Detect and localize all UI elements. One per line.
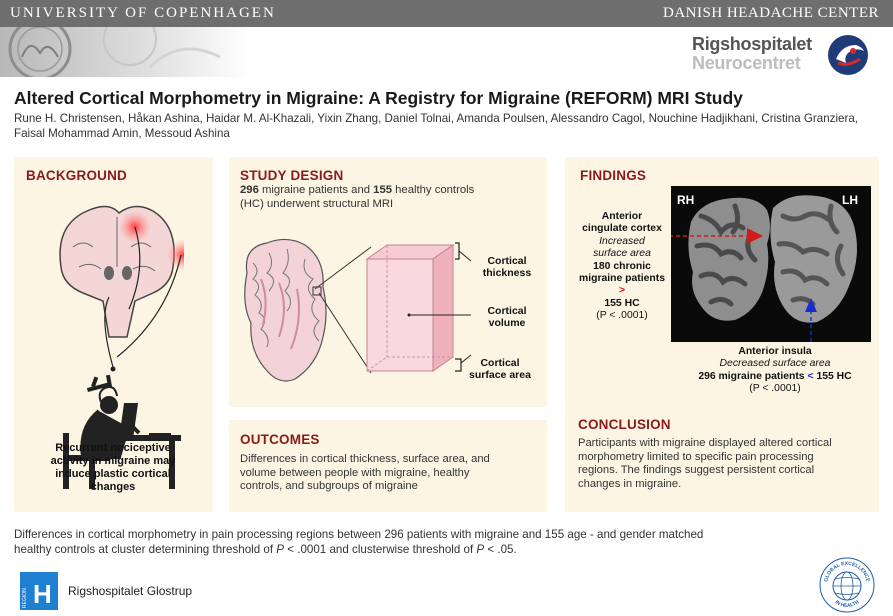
- conclusion-heading: CONCLUSION: [578, 417, 671, 432]
- insula-finding: Anterior insula Decreased surface area 2…: [698, 346, 852, 395]
- outcomes-heading: OUTCOMES: [240, 432, 320, 447]
- hospital-subname: Neurocentret: [692, 53, 801, 73]
- label-cortical-surface-area: Cortical surface area: [469, 357, 531, 381]
- acc-finding: Anterior cingulate cortex Increased surf…: [578, 211, 666, 322]
- svg-text:H: H: [33, 579, 52, 609]
- region-h-logo-icon: REGION H: [20, 572, 58, 610]
- organization-name: Rigshospitalet Glostrup: [68, 584, 193, 598]
- study-design-panel: STUDY DESIGN 296 migraine patients and 1…: [229, 157, 547, 407]
- svg-text:REGION: REGION: [22, 588, 28, 608]
- hospital-name: Rigshospitalet: [692, 34, 812, 54]
- outcomes-text: Differences in cortical thickness, surfa…: [240, 453, 490, 492]
- lh-label: LH: [842, 193, 858, 207]
- label-cortical-volume: Cortical volume: [487, 305, 527, 329]
- rigshospitalet-logo-icon: [828, 35, 868, 75]
- outcomes-panel: OUTCOMES Differences in cortical thickne…: [229, 420, 547, 512]
- background-caption: Recurrent nociceptive activity in migrai…: [50, 442, 176, 493]
- study-design-heading: STUDY DESIGN: [240, 168, 344, 183]
- header-bar: UNIVERSITY OF COPENHAGEN DANISH HEADACHE…: [0, 0, 893, 27]
- cortex-measurement-diagram: [244, 238, 472, 382]
- poster-title: Altered Cortical Morphometry in Migraine…: [14, 88, 743, 108]
- label-cortical-thickness: Cortical thickness: [482, 255, 532, 279]
- brain-pain-illustration: [59, 205, 184, 489]
- figure-caption: Differences in cortical morphometry in p…: [14, 528, 704, 556]
- svg-text:IN HEALTH: IN HEALTH: [834, 599, 861, 609]
- findings-heading: FINDINGS: [580, 168, 647, 183]
- author-list: Rune H. Christensen, Håkan Ashina, Haida…: [14, 112, 859, 140]
- university-name: UNIVERSITY OF COPENHAGEN: [10, 5, 276, 21]
- study-design-text: 296 migraine patients and 155 healthy co…: [240, 184, 475, 210]
- university-seal-banner: [0, 27, 250, 77]
- background-panel: BACKGROUND Recurren: [14, 157, 213, 512]
- findings-panel: FINDINGS RH LH Anterior cingulate cortex…: [565, 157, 879, 512]
- background-heading: BACKGROUND: [26, 168, 127, 183]
- global-excellence-badge-icon: GLOBAL EXCELLENCE IN HEALTH: [819, 557, 875, 613]
- brain-surface-render: [671, 186, 871, 342]
- rh-label: RH: [677, 193, 695, 207]
- center-name: DANISH HEADACHE CENTER: [663, 5, 879, 21]
- conclusion-text: Participants with migraine displayed alt…: [578, 437, 832, 490]
